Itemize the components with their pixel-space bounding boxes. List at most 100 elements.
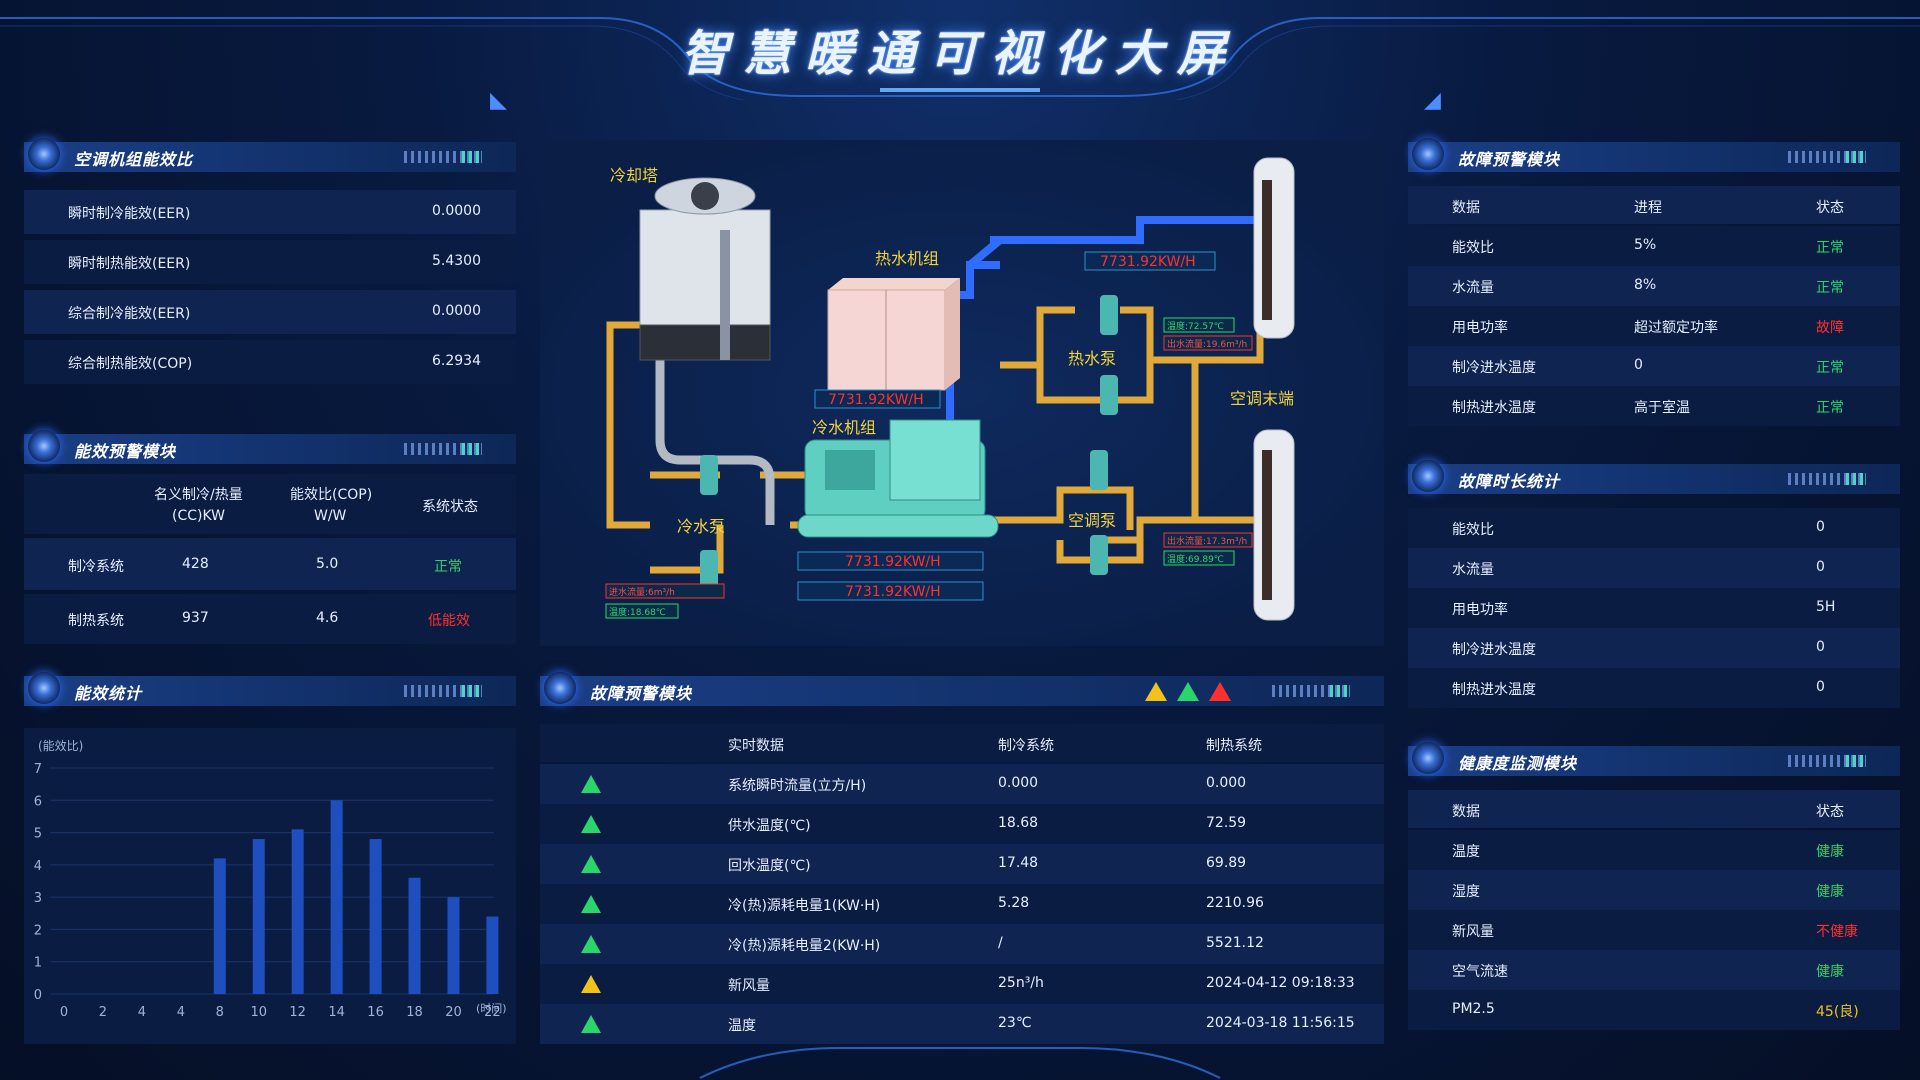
panel-header: 故障预警模块 — [540, 672, 1384, 706]
header-frame — [0, 17, 1920, 100]
fault-data-name: 回水温度(℃) — [728, 858, 811, 874]
status-text: 故障 — [1816, 320, 1844, 336]
table-row: 制热系统 937 4.6 低能效 — [24, 594, 516, 644]
x-tick-label: 12 — [289, 1005, 306, 1020]
data-name-cell: 制冷进水温度 — [1452, 360, 1536, 376]
table-row: 制冷进水温度 0 — [1408, 628, 1900, 668]
fault-center-header-panel: 故障预警模块 — [540, 672, 1384, 706]
cop-value: 4.6 — [316, 610, 339, 626]
data-name-cell: 能效比 — [1452, 522, 1494, 538]
data-name-cell: 新风量 — [1452, 924, 1494, 940]
data-name-cell: 用电功率 — [1452, 320, 1508, 336]
heating-value: 2024-03-18 11:56:15 — [1206, 1015, 1355, 1031]
chiller-label: 冷水机组 — [812, 418, 876, 437]
cooling-value: 25n³/h — [998, 975, 1044, 991]
chart-bar — [291, 829, 304, 994]
warning-yellow-icon — [1145, 682, 1167, 701]
panel-header: 故障预警模块 — [1408, 138, 1900, 172]
duration-value: 0 — [1816, 639, 1825, 655]
system-name: 制冷系统 — [68, 559, 124, 575]
fault-data-name: 供水温度(℃) — [728, 818, 811, 834]
warning-green-icon — [581, 1015, 601, 1033]
column-header: 制热系统 — [1206, 738, 1262, 754]
warning-red-icon — [1209, 682, 1231, 701]
eer-label: 综合制冷能效(EER) — [68, 306, 191, 322]
fault-data-name: 系统瞬时流量(立方/H) — [728, 778, 867, 794]
data-name-cell: 制热进水温度 — [1452, 400, 1536, 416]
column-header: (CC)KW — [172, 508, 225, 524]
panel-header: 能效预警模块 — [24, 430, 516, 464]
panel-title: 健康度监测模块 — [1458, 754, 1578, 773]
data-name-cell: 制热进水温度 — [1452, 682, 1536, 698]
progress-cell: 0 — [1634, 357, 1643, 373]
heating-value: 2210.96 — [1206, 895, 1264, 911]
status-text: 正常 — [1816, 400, 1844, 416]
hot-pump-label: 热水泵 — [1068, 349, 1116, 368]
status-text: 低能效 — [428, 613, 470, 629]
eer-value: 5.4300 — [432, 253, 481, 269]
column-header: 制冷系统 — [998, 738, 1054, 754]
chart-bar — [447, 897, 460, 994]
column-header: 状态 — [1816, 804, 1844, 820]
table-row: 制热进水温度 高于室温 正常 — [1408, 386, 1900, 426]
progress-cell: 高于室温 — [1634, 400, 1690, 416]
table-row: 新风量 不健康 — [1408, 910, 1900, 950]
table-row: 温度健康 — [1408, 830, 1900, 870]
fault-data-name: 冷(热)源耗电量2(KW·H) — [728, 938, 881, 954]
decor-bars — [462, 443, 482, 455]
status-text: 正常 — [1816, 360, 1844, 376]
efficiency-stats-header-panel: 能效统计 — [24, 672, 516, 706]
cooling-value: 5.28 — [998, 895, 1030, 911]
x-tick-label: 8 — [216, 1005, 224, 1020]
x-tick-label: 10 — [250, 1005, 267, 1020]
cooling-value: 18.68 — [998, 815, 1039, 831]
eer-row: 综合制热能效(COP) 6.2934 — [24, 340, 516, 384]
panel-orb-icon — [1412, 742, 1444, 774]
table-header: 数据 进程 状态 — [1408, 186, 1900, 224]
panel-title: 空调机组能效比 — [74, 150, 194, 169]
eer-row: 瞬时制冷能效(EER) 0.0000 — [24, 190, 516, 234]
cooling-value: 17.48 — [998, 855, 1039, 871]
alert-icons — [1145, 682, 1231, 701]
power-readout: 7731.92KW/H — [828, 392, 924, 408]
decor-bars — [1846, 151, 1866, 163]
table-row: 回水温度(℃) 17.48 69.89 — [540, 844, 1384, 884]
data-name-cell: 用电功率 — [1452, 602, 1508, 618]
warning-green-icon — [581, 895, 601, 913]
panel-orb-icon — [28, 138, 60, 170]
heating-value: 69.89 — [1206, 855, 1247, 871]
x-tick-label: 2 — [99, 1005, 107, 1020]
status-text: 正常 — [434, 559, 462, 575]
data-name-cell: 水流量 — [1452, 562, 1494, 578]
chart-bar — [486, 916, 499, 994]
panel-title: 故障时长统计 — [1458, 472, 1561, 491]
panel-title: 故障预警模块 — [1458, 150, 1561, 169]
capacity-value: 428 — [182, 556, 209, 572]
x-tick-label: 22 — [484, 1005, 501, 1020]
panel-orb-icon — [28, 430, 60, 462]
power-readout: 7731.92KW/H — [845, 554, 941, 570]
sensor-tag: 温度:69.89℃ — [1167, 553, 1224, 565]
y-tick-label: 5 — [34, 827, 42, 842]
progress-cell: 8% — [1634, 277, 1657, 293]
table-header: 实时数据 制冷系统 制热系统 — [540, 724, 1384, 762]
status-text: 不健康 — [1816, 924, 1858, 940]
decor-bars — [1846, 473, 1866, 485]
data-name-cell: 空气流速 — [1452, 964, 1508, 980]
panel-orb-icon — [1412, 138, 1444, 170]
data-name-cell: 制冷进水温度 — [1452, 642, 1536, 658]
warning-green-icon — [581, 855, 601, 873]
ac-pump-label: 空调泵 — [1068, 511, 1116, 530]
column-header: 系统状态 — [422, 499, 478, 515]
status-text: 45(良) — [1816, 1004, 1859, 1020]
chart-bar — [408, 877, 421, 994]
panel-title: 能效预警模块 — [74, 442, 177, 461]
y-tick-label: 6 — [34, 794, 42, 809]
